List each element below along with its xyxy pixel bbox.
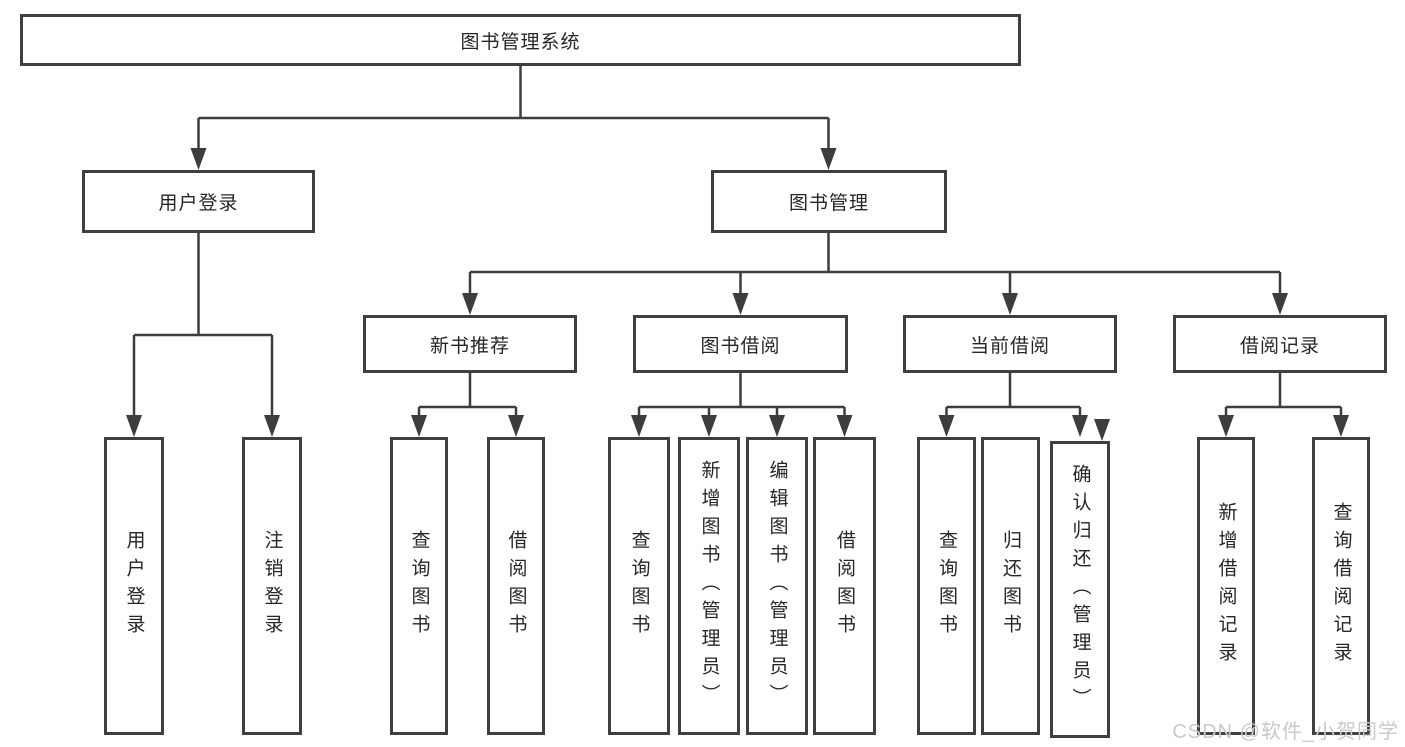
node-label: 图书管理系统 <box>460 31 581 53</box>
node-label: 图书借阅 <box>700 335 781 357</box>
csdn-watermark: CSDN @软件_小贺同学 <box>1172 721 1399 743</box>
node-edit-books-admin: 编辑图书（管理员） <box>746 437 808 735</box>
node-label: 当前借阅 <box>969 335 1050 357</box>
node-label: 查询图书 <box>408 530 430 642</box>
node-label: 查询图书 <box>936 530 957 642</box>
node-label: 确认归还（管理员） <box>1069 463 1091 716</box>
node-query-books-current: 查询图书 <box>917 437 976 735</box>
node-label: 借阅图书 <box>505 530 527 642</box>
node-borrowing-records: 借阅记录 <box>1173 315 1387 373</box>
node-label: 用户登录 <box>123 530 145 642</box>
node-borrow-books-recommend: 借阅图书 <box>487 437 545 735</box>
node-new-book-recommendation: 新书推荐 <box>363 315 577 373</box>
node-label: 用户登录 <box>158 193 239 214</box>
node-logout-action: 注销登录 <box>242 437 302 735</box>
node-label: 新增图书（管理员） <box>698 460 720 712</box>
node-book-management: 图书管理 <box>711 170 947 233</box>
node-library-management-system: 图书管理系统 <box>20 14 1021 66</box>
node-label: 查询图书 <box>628 530 650 642</box>
node-add-borrow-record: 新增借阅记录 <box>1197 437 1255 735</box>
node-label: 借阅图书 <box>834 530 855 642</box>
node-label: 图书管理 <box>788 193 869 214</box>
node-query-borrow-record: 查询借阅记录 <box>1312 437 1370 735</box>
node-label: 借阅记录 <box>1239 335 1320 357</box>
node-book-borrowing: 图书借阅 <box>633 315 848 373</box>
node-query-books-recommend: 查询图书 <box>390 437 448 735</box>
node-return-books: 归还图书 <box>981 437 1040 735</box>
node-label: 新增借阅记录 <box>1215 502 1237 670</box>
node-borrow-books-action: 借阅图书 <box>813 437 876 735</box>
node-label: 查询借阅记录 <box>1330 502 1352 670</box>
node-label: 归还图书 <box>1000 530 1021 642</box>
node-current-borrowing: 当前借阅 <box>903 315 1117 373</box>
node-label: 编辑图书（管理员） <box>766 460 788 712</box>
node-query-books-borrowing: 查询图书 <box>608 437 670 735</box>
node-user-login-action: 用户登录 <box>104 437 164 735</box>
node-confirm-return-admin: 确认归还（管理员） <box>1050 441 1110 738</box>
node-label: 注销登录 <box>261 530 283 642</box>
node-add-books-admin: 新增图书（管理员） <box>678 437 740 735</box>
node-label: 新书推荐 <box>429 335 510 357</box>
node-user-login: 用户登录 <box>82 170 315 233</box>
